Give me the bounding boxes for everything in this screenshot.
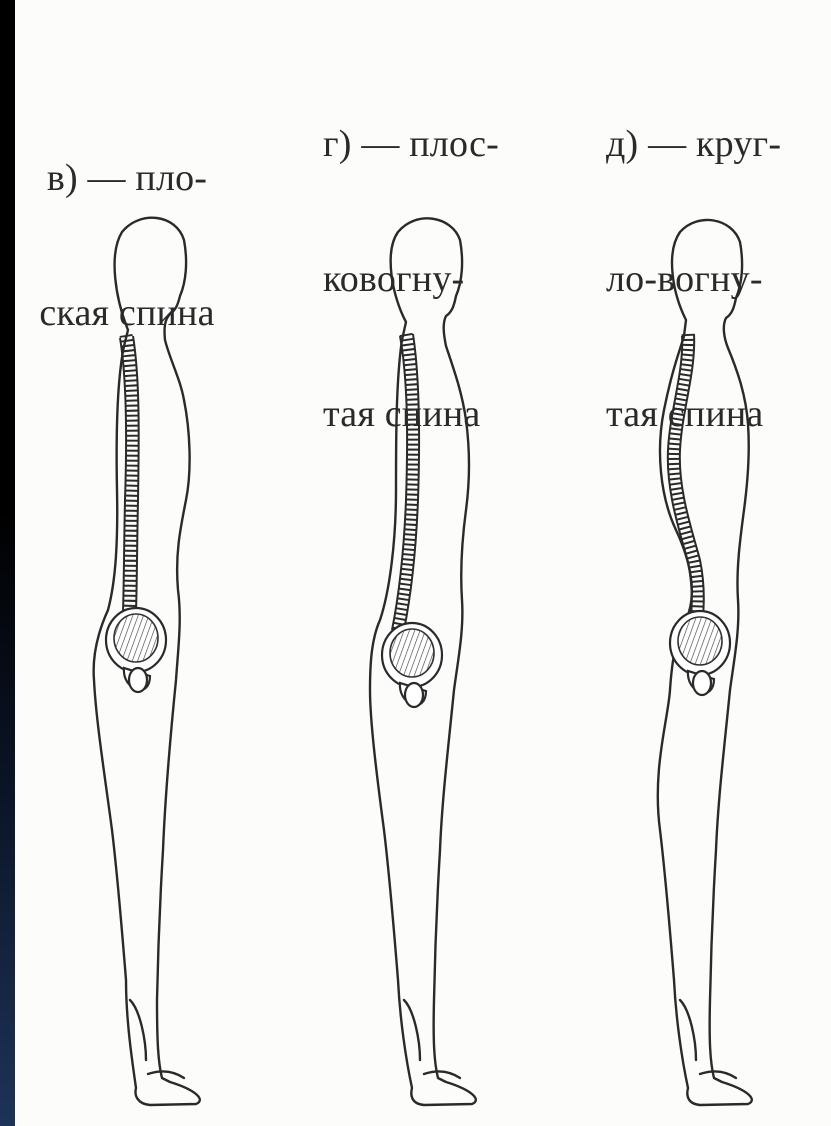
figure-round-concave-back xyxy=(658,220,752,1105)
spine xyxy=(126,335,132,610)
pelvis xyxy=(106,608,166,692)
pelvis xyxy=(382,623,442,707)
figure-flat-back xyxy=(94,218,200,1105)
figure-flat-concave-back xyxy=(370,218,476,1105)
spine xyxy=(674,334,698,640)
pelvis xyxy=(670,611,730,695)
